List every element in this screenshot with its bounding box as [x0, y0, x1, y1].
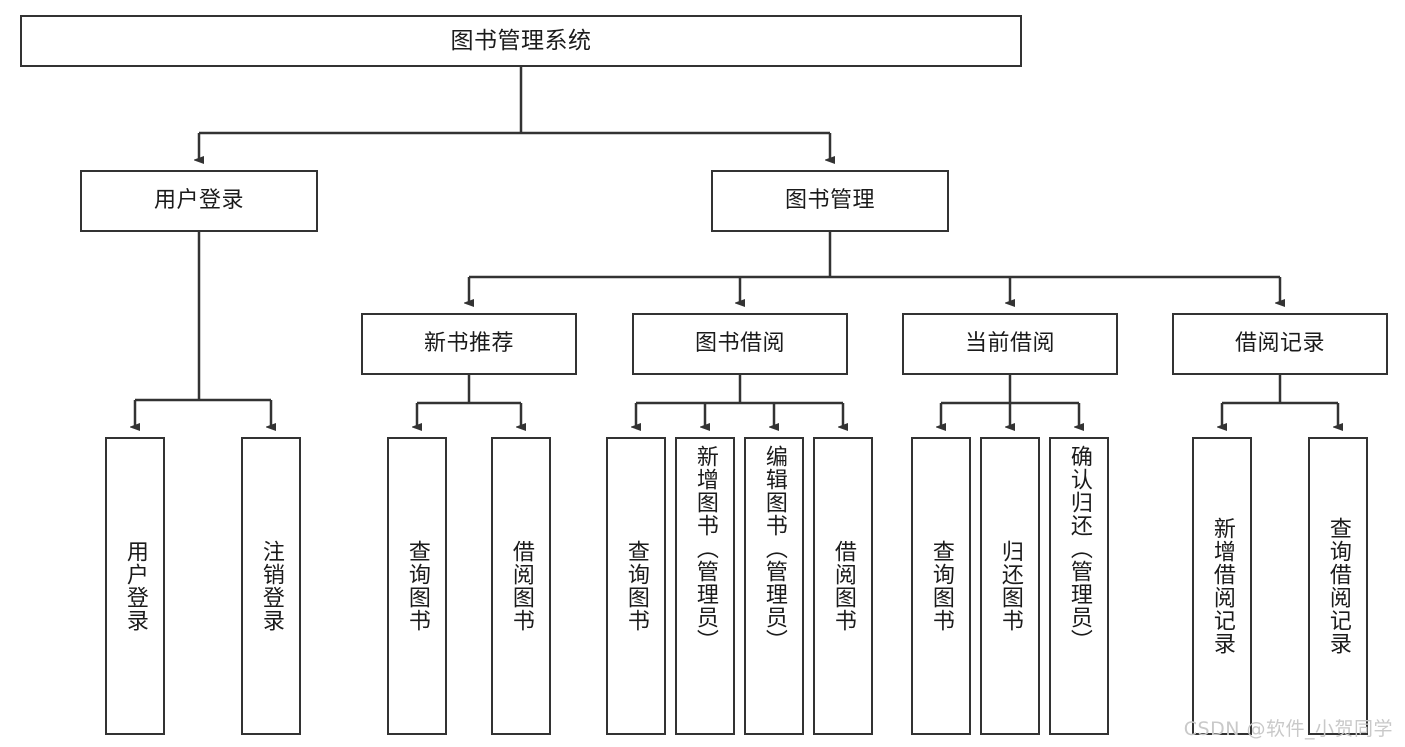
leaf-query-book-borrow[interactable]: 查询图书 [606, 437, 666, 735]
leaf-add-book-admin[interactable]: 新增图书（管理员） [675, 437, 735, 735]
node-label: 借阅记录 [1234, 330, 1325, 356]
node-label: 借阅图书 [508, 540, 534, 632]
node-book-borrow[interactable]: 图书借阅 [632, 313, 848, 375]
watermark-text: CSDN @软件_小贺同学 [1183, 718, 1393, 740]
node-root-book-management-system[interactable]: 图书管理系统 [20, 15, 1022, 67]
node-current-borrow[interactable]: 当前借阅 [902, 313, 1118, 375]
node-label: 借阅图书 [830, 540, 856, 632]
node-user-login[interactable]: 用户登录 [80, 170, 318, 232]
node-label: 注销登录 [258, 540, 284, 632]
node-book-management[interactable]: 图书管理 [711, 170, 949, 232]
node-label: 当前借阅 [964, 330, 1055, 356]
leaf-logout-login[interactable]: 注销登录 [241, 437, 301, 735]
node-label: 确认归还（管理员） [1066, 445, 1092, 652]
leaf-borrow-book[interactable]: 借阅图书 [813, 437, 873, 735]
leaf-edit-book-admin[interactable]: 编辑图书（管理员） [744, 437, 804, 735]
node-label: 新增图书（管理员） [692, 445, 718, 652]
leaf-user-login[interactable]: 用户登录 [105, 437, 165, 735]
leaf-add-borrow-record[interactable]: 新增借阅记录 [1192, 437, 1252, 735]
node-label: 用户登录 [122, 540, 148, 632]
leaf-query-book-current[interactable]: 查询图书 [911, 437, 971, 735]
leaf-query-borrow-record[interactable]: 查询借阅记录 [1308, 437, 1368, 735]
node-label: 查询图书 [623, 540, 649, 632]
node-label: 归还图书 [997, 540, 1023, 632]
node-label: 新书推荐 [423, 330, 514, 356]
leaf-confirm-return-admin[interactable]: 确认归还（管理员） [1049, 437, 1109, 735]
node-borrow-record[interactable]: 借阅记录 [1172, 313, 1388, 375]
node-label: 图书管理 [784, 187, 875, 213]
node-label: 图书管理系统 [450, 27, 592, 54]
node-label: 查询图书 [928, 540, 954, 632]
node-new-book-recommend[interactable]: 新书推荐 [361, 313, 577, 375]
leaf-query-book-recommend[interactable]: 查询图书 [387, 437, 447, 735]
leaf-return-book[interactable]: 归还图书 [980, 437, 1040, 735]
node-label: 用户登录 [153, 187, 244, 213]
node-label: 查询图书 [404, 540, 430, 632]
node-label: 新增借阅记录 [1209, 517, 1235, 655]
node-label: 编辑图书（管理员） [761, 445, 787, 652]
node-label: 查询借阅记录 [1325, 517, 1351, 655]
node-label: 图书借阅 [694, 330, 785, 356]
leaf-borrow-book-recommend[interactable]: 借阅图书 [491, 437, 551, 735]
